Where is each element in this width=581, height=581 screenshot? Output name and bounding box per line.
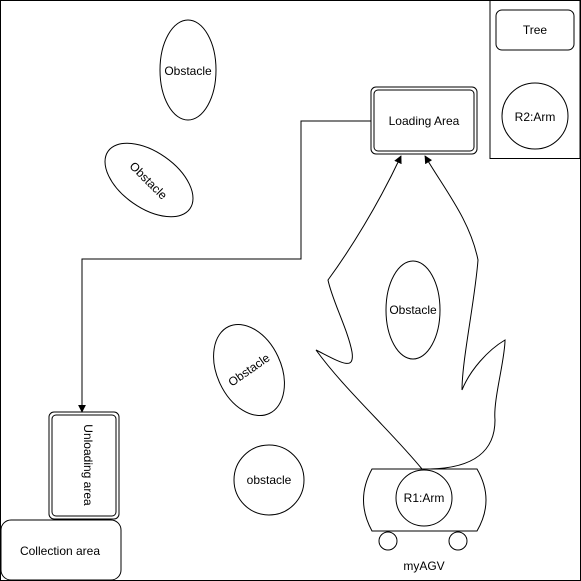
collection-area[interactable]: Collection area (0, 519, 122, 581)
collection-area-label: Collection area (20, 544, 100, 558)
unloading-area-label: Unloading area (81, 424, 95, 506)
loading-area[interactable]: Loading Area (370, 86, 478, 155)
agv-path-right-arrow (424, 155, 506, 470)
obstacle-1-label: Obstacle (164, 64, 212, 78)
r1-arm-node[interactable] (395, 469, 453, 527)
obstacle-5[interactable]: obstacle (233, 444, 305, 516)
obstacle-1[interactable]: Obstacle (159, 19, 217, 121)
my-agv[interactable]: R1:Arm myAGV (363, 468, 487, 573)
obstacle-3[interactable]: Obstacle (385, 260, 441, 360)
agv-wheel-left (378, 531, 398, 551)
r2-arm-label: R2:Arm (515, 110, 556, 124)
obstacle-3-label: Obstacle (389, 303, 437, 317)
my-agv-label: myAGV (403, 559, 444, 573)
obstacle-5-label: obstacle (247, 473, 292, 487)
loading-to-unloading-arrow (78, 120, 371, 413)
obstacle-4[interactable]: Obstacle (200, 313, 299, 427)
agv-wheel-right (448, 531, 468, 551)
tree-label: Tree (523, 23, 548, 37)
agv-path-left-arrow (315, 155, 423, 470)
unloading-area[interactable]: Unloading area (48, 411, 120, 520)
r2-arm-node[interactable]: R2:Arm (501, 82, 569, 150)
tree-box[interactable]: Tree (495, 9, 575, 51)
obstacle-2[interactable]: Obstacle (92, 128, 206, 231)
r1-arm-label: R1:Arm (404, 491, 445, 505)
loading-area-label: Loading Area (389, 114, 460, 128)
